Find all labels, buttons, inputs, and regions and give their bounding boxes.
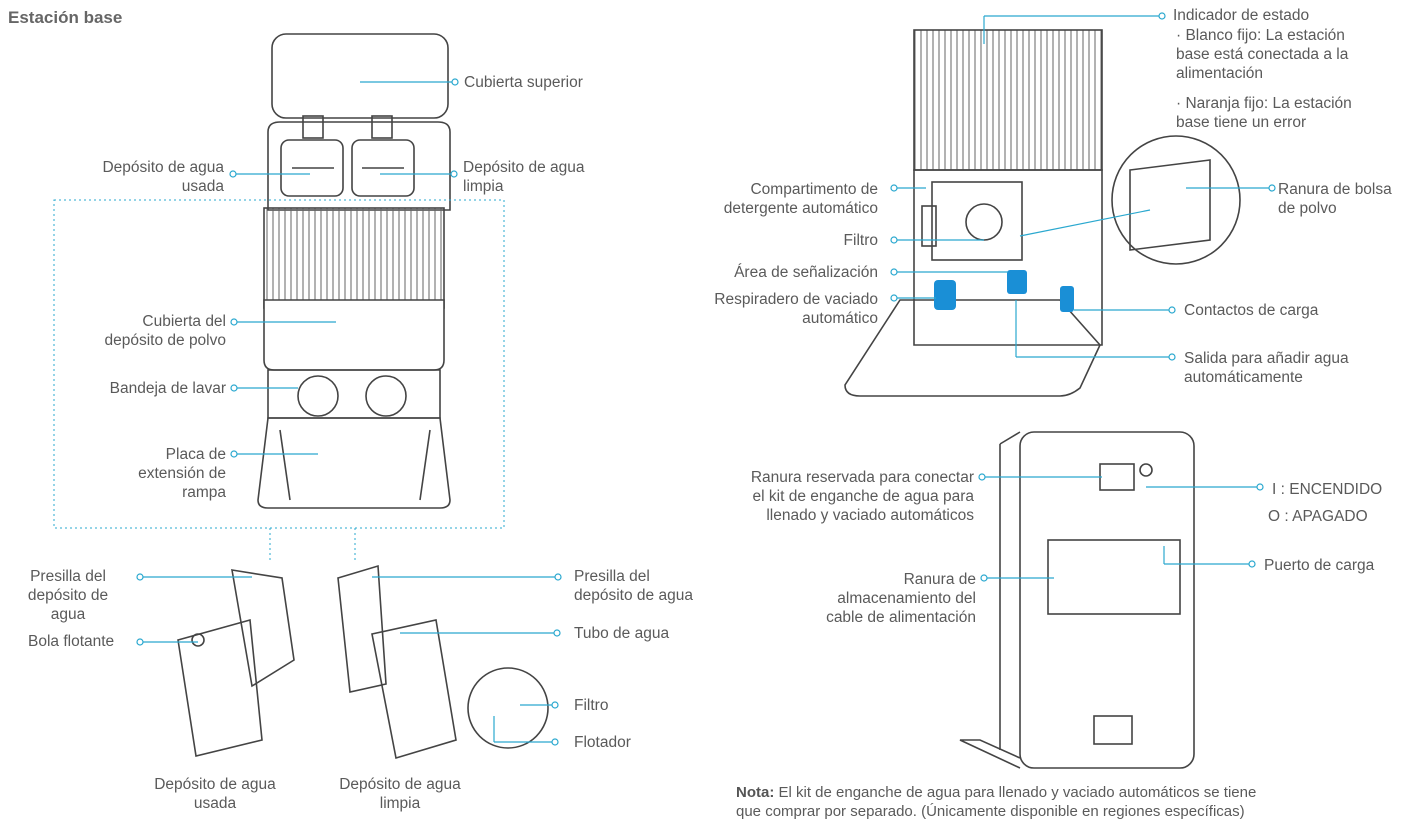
label-wash-tray: Bandeja de lavar [109,380,226,397]
label-detergent-compartment: Compartimento de detergente automático [723,181,878,217]
page-title: Estación base [8,8,123,27]
label-float-ball: Bola flotante [28,633,115,650]
label-tank-clip-right: Presilla del depósito de agua [574,568,693,604]
base-station-front [257,33,451,509]
label-reserved-slot: Ranura reservada para conectar el kit de… [750,469,974,524]
label-dust-bag-slot: Ranura de bolsa de polvo [1278,181,1392,217]
label-status-white: · Blanco fijo: La estación base está con… [1176,27,1349,82]
label-filter: Filtro [843,232,878,249]
label-auto-empty-vent: Respiradero de vaciado automático [714,291,878,327]
caption-clean-tank: Depósito de agua limpia [339,776,461,812]
water-tanks [177,564,549,760]
label-power-on: I : ENCENDIDO [1272,481,1383,498]
label-status-indicator: Indicador de estado [1173,7,1310,24]
label-float: Flotador [574,734,631,751]
label-water-tube: Tubo de agua [574,625,670,642]
label-tank-clip-left: Presilla del depósito de agua [27,568,109,623]
note-label: Nota: [736,784,775,801]
leader-lines [136,12,1276,746]
label-signal-area: Área de señalización [734,264,878,281]
label-clean-water-tank: Depósito de agua limpia [463,159,585,195]
label-ramp-extension: Placa de extensión de rampa [138,446,226,501]
caption-used-tank: Depósito de agua usada [154,776,276,812]
label-charging-contacts: Contactos de carga [1184,302,1319,319]
label-power-off: O : APAGADO [1268,508,1368,525]
base-station-back [959,431,1195,769]
base-station-side [844,29,1241,397]
label-cable-storage: Ranura de almacenamiento del cable de al… [826,571,976,626]
label-used-water-tank: Depósito de agua usada [102,159,224,195]
label-dust-bin-cover: Cubierta del depósito de polvo [104,313,226,349]
label-status-orange: · Naranja fijo: La estación base tiene u… [1176,95,1352,131]
note: Nota: El kit de enganche de agua para ll… [736,783,1416,821]
label-charging-port: Puerto de carga [1264,557,1375,574]
label-filter-small: Filtro [574,697,609,714]
label-water-outlet: Salida para añadir agua automáticamente [1184,350,1349,386]
label-top-cover: Cubierta superior [464,74,583,91]
note-text: El kit de enganche de agua para llenado … [736,784,1257,820]
